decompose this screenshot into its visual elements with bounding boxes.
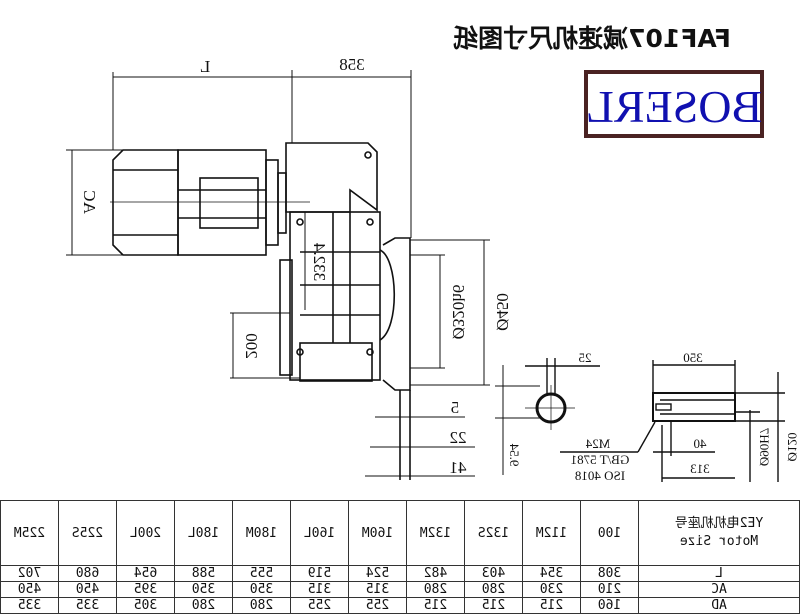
dim-358: 358 bbox=[339, 55, 365, 74]
motor bbox=[110, 149, 310, 256]
table-cell: 403 bbox=[464, 565, 523, 582]
table-cell: 350 bbox=[232, 581, 291, 598]
table-cell: 160 bbox=[580, 597, 639, 614]
dim-25: 25 bbox=[579, 350, 592, 365]
table-cell: 280 bbox=[232, 597, 291, 614]
table-cell: 215 bbox=[406, 597, 465, 614]
hollow-shaft-views bbox=[525, 358, 785, 482]
dim-L: L bbox=[200, 57, 210, 76]
dim-450: Ø450 bbox=[493, 293, 512, 331]
column-header: 160M bbox=[348, 500, 407, 566]
dim-120: Ø120 bbox=[785, 433, 800, 462]
column-header: 100 bbox=[580, 500, 639, 566]
dim-332: 332.4 bbox=[310, 242, 329, 281]
row-label: L bbox=[638, 565, 800, 582]
column-header: 132M bbox=[406, 500, 465, 566]
dim-320: Ø320h6 bbox=[449, 285, 468, 340]
column-header: 225M bbox=[0, 500, 59, 566]
table-cell: 308 bbox=[580, 565, 639, 582]
table-row: AC 210 230 280 280 315 315 350 350 395 4… bbox=[0, 581, 800, 598]
motor-size-table: YE2电机机座号 Motor Size 100 112M 132S 132M 16… bbox=[0, 500, 800, 614]
table-cell: 255 bbox=[290, 597, 349, 614]
dim-40: 40 bbox=[694, 436, 707, 451]
table-cell: 680 bbox=[58, 565, 117, 582]
table-cell: 315 bbox=[348, 581, 407, 598]
table-cell: 702 bbox=[0, 565, 59, 582]
table-cell: 350 bbox=[174, 581, 233, 598]
column-header: 225S bbox=[58, 500, 117, 566]
dim-9-54: 9.54 bbox=[507, 443, 522, 466]
dim-AC: AC bbox=[80, 190, 99, 214]
table-cell: 588 bbox=[174, 565, 233, 582]
column-header: 200L bbox=[116, 500, 175, 566]
header-cn: YE2电机机座号 bbox=[674, 516, 764, 531]
table-cell: 210 bbox=[580, 581, 639, 598]
dimension-lines bbox=[66, 70, 540, 477]
dimension-drawing: FAF107减速机尺寸图纸 BOSERL bbox=[66, 24, 800, 483]
table-cell: 315 bbox=[290, 581, 349, 598]
dim-41: 41 bbox=[450, 458, 467, 477]
row-label: AD bbox=[638, 597, 800, 614]
table-cell: 305 bbox=[116, 597, 175, 614]
dim-350: 350 bbox=[683, 350, 703, 365]
dim-313: 313 bbox=[690, 461, 710, 476]
table-cell: 280 bbox=[174, 597, 233, 614]
table-cell: 255 bbox=[348, 597, 407, 614]
table-cell: 215 bbox=[522, 597, 581, 614]
table-cell: 395 bbox=[116, 581, 175, 598]
table-cell: 335 bbox=[58, 597, 117, 614]
table-row: AD 160 215 215 215 255 255 280 280 305 3… bbox=[0, 597, 800, 614]
table-cell: 280 bbox=[464, 581, 523, 598]
column-header: 180L bbox=[174, 500, 233, 566]
logo-frame bbox=[584, 70, 764, 138]
column-header: 112M bbox=[522, 500, 581, 566]
row-label: AC bbox=[638, 581, 800, 598]
header-en: Motor Size bbox=[679, 534, 759, 549]
table-cell: 450 bbox=[0, 581, 59, 598]
table-cell: 354 bbox=[522, 565, 581, 582]
logo-text: BOSERL bbox=[586, 81, 762, 132]
dim-22: 22 bbox=[450, 428, 467, 447]
table-cell: 524 bbox=[348, 565, 407, 582]
table-cell: 555 bbox=[232, 565, 291, 582]
table-cell: 450 bbox=[58, 581, 117, 598]
header-motor-size: YE2电机机座号 Motor Size bbox=[638, 500, 800, 566]
column-header: 180M bbox=[232, 500, 291, 566]
table-row: L 308 354 403 482 524 519 555 588 654 68… bbox=[0, 565, 800, 582]
table-cell: 482 bbox=[406, 565, 465, 582]
table-header-row: YE2电机机座号 Motor Size 100 112M 132S 132M 16… bbox=[0, 500, 800, 566]
column-header: 132S bbox=[464, 500, 523, 566]
bolt-standard-iso: ISO 4018 bbox=[575, 468, 625, 483]
bolt-m24: M24 bbox=[585, 436, 610, 451]
table-cell: 335 bbox=[0, 597, 59, 614]
table-cell: 215 bbox=[464, 597, 523, 614]
table-cell: 654 bbox=[116, 565, 175, 582]
bolt-standard-gbt: GB/T 5781 bbox=[571, 452, 630, 467]
gearbox bbox=[279, 142, 411, 480]
column-header: 160L bbox=[290, 500, 349, 566]
table-cell: 280 bbox=[406, 581, 465, 598]
dim-5: 5 bbox=[451, 398, 460, 417]
table-cell: 519 bbox=[290, 565, 349, 582]
table-cell: 230 bbox=[522, 581, 581, 598]
dim-200: 200 bbox=[242, 333, 261, 359]
drawing-title: FAF107减速机尺寸图纸 bbox=[453, 24, 731, 53]
dim-90: Ø90H7 bbox=[757, 427, 772, 466]
